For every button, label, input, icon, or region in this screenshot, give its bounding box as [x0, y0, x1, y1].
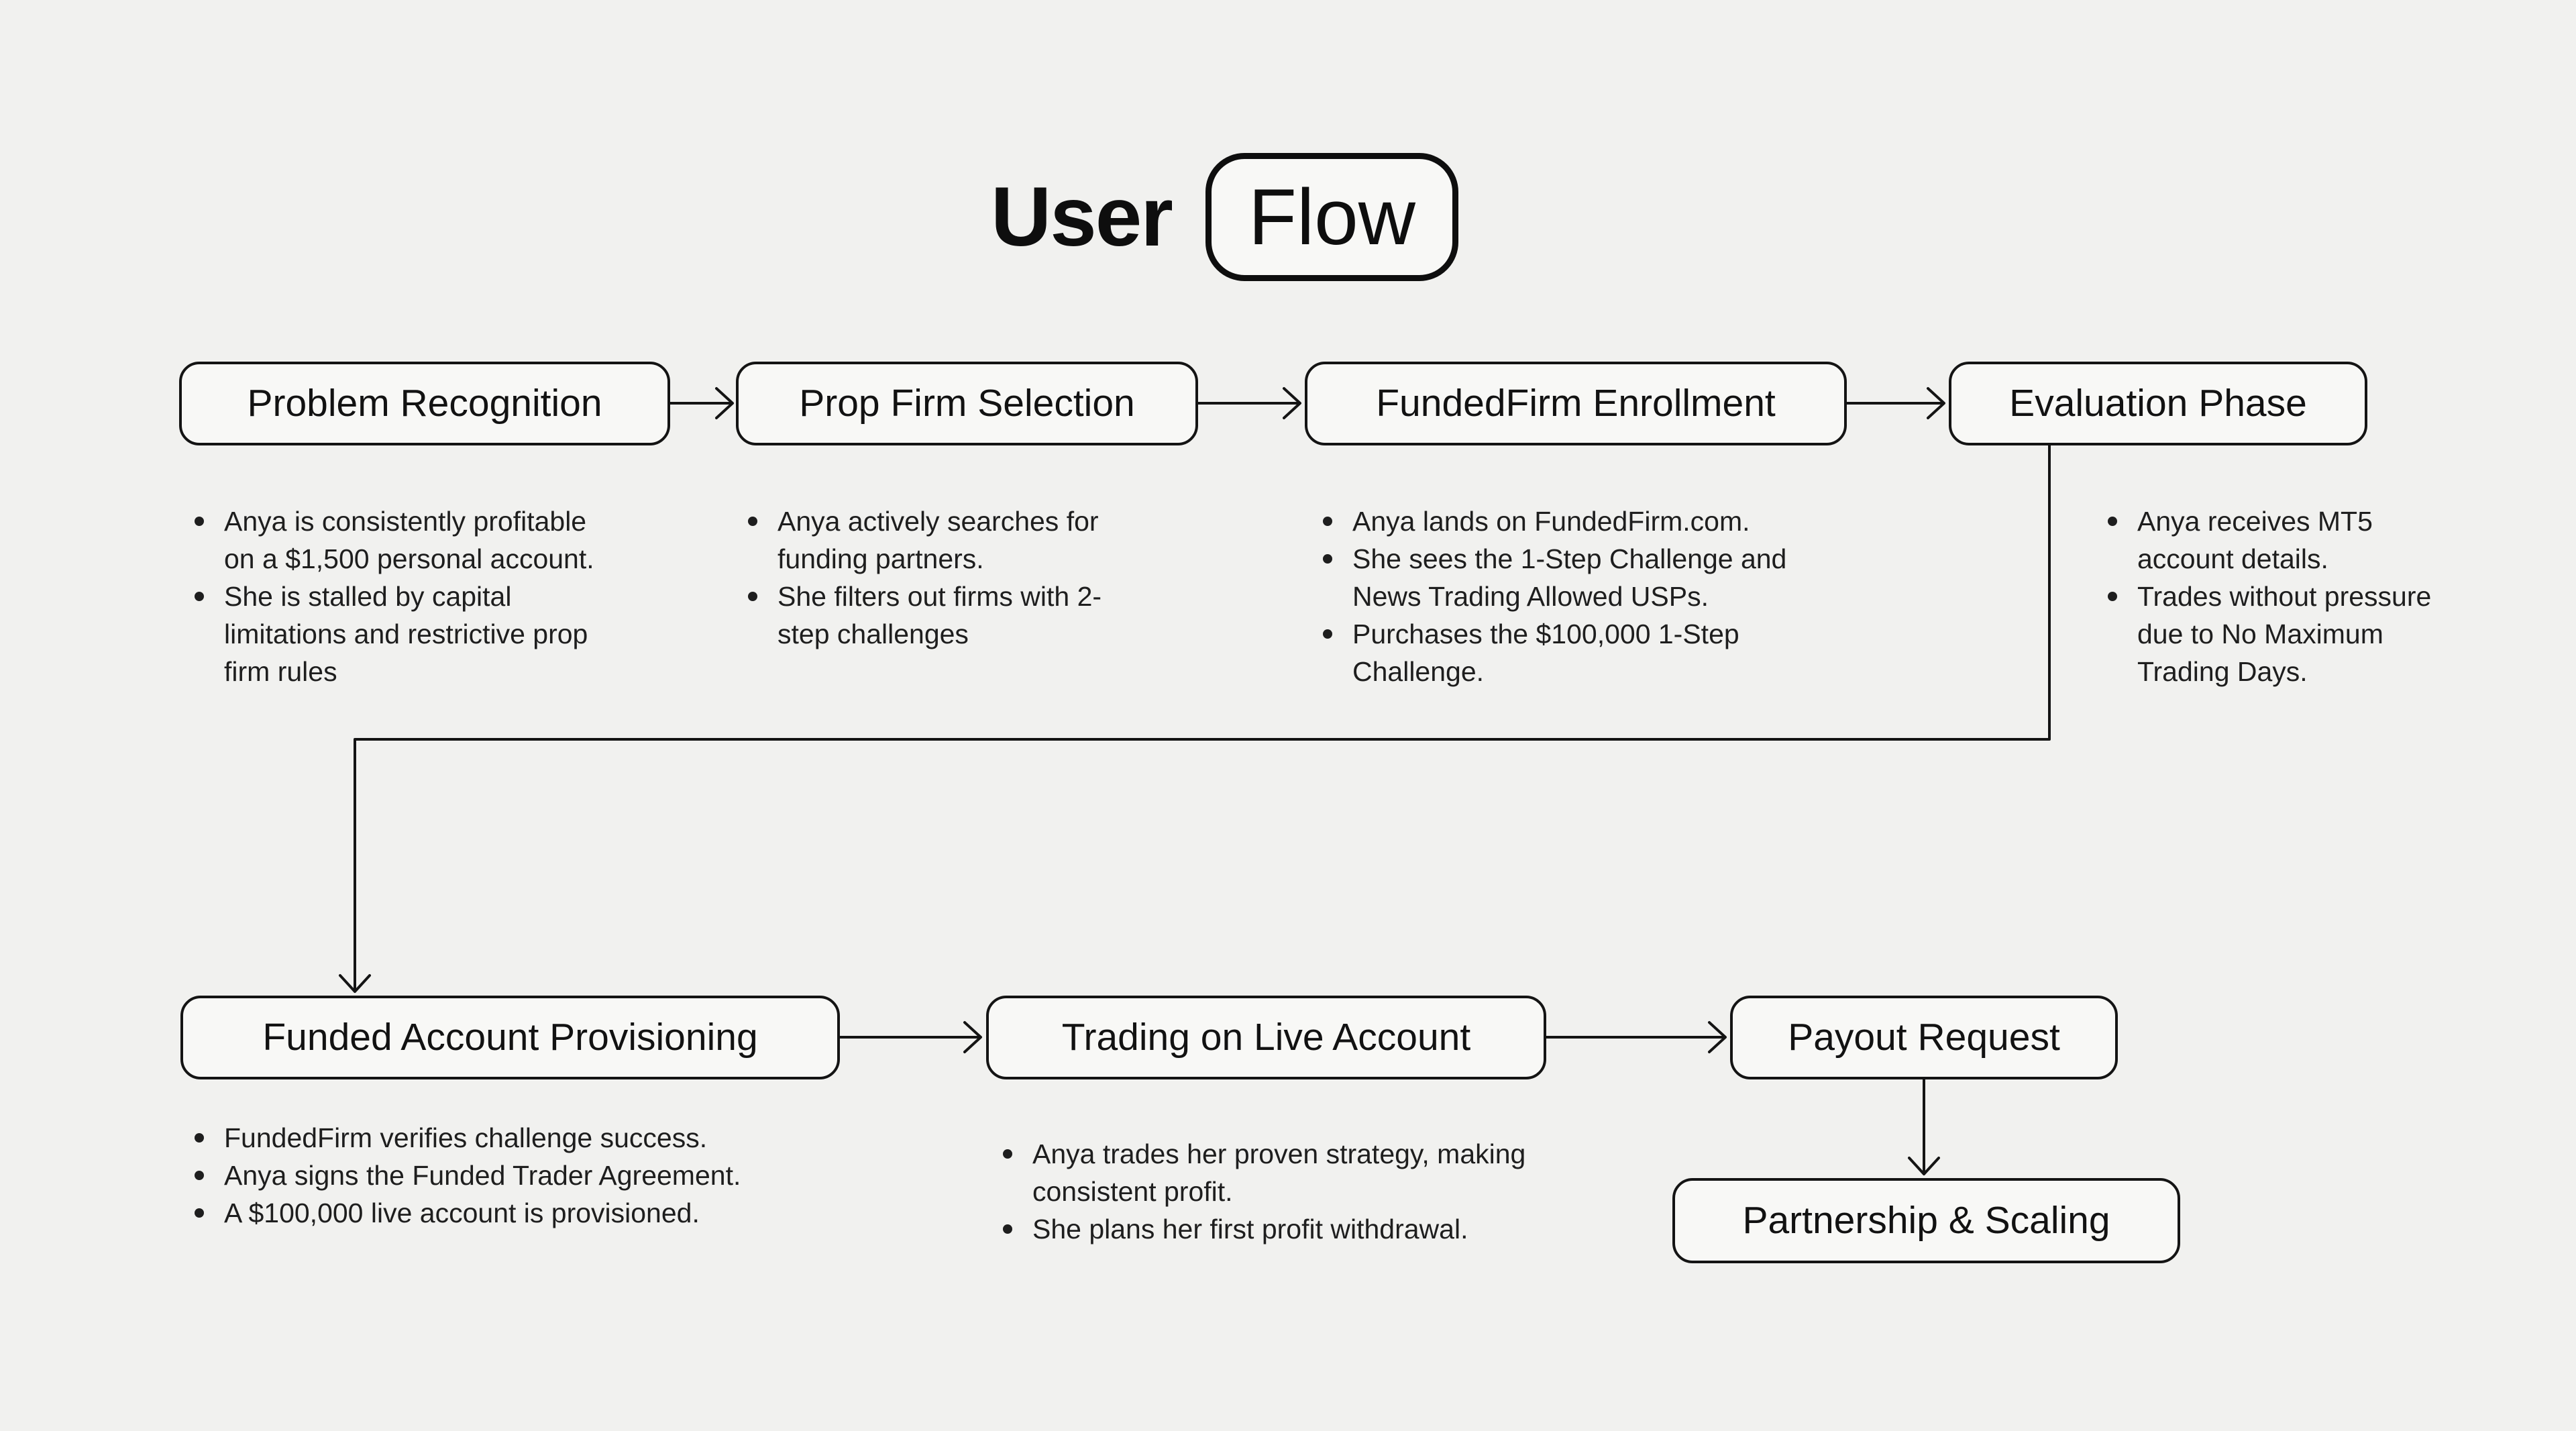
- bullet-line: account details.: [2137, 543, 2328, 574]
- bullet-item: Trades without pressure due to No Maximum…: [2106, 578, 2431, 690]
- bullet-item: Anya signs the Funded Trader Agreement.: [193, 1157, 741, 1194]
- bullet-line: due to No Maximum: [2137, 619, 2383, 649]
- bullet-line: She filters out firms with 2-: [777, 581, 1102, 612]
- arrow-problem-to-propfirm: [669, 387, 734, 419]
- node-box-trading-on-live-account: Trading on Live Account: [986, 996, 1546, 1079]
- node-bullets-problem-recognition: Anya is consistently profitable on a $1,5…: [193, 502, 594, 690]
- node-bullets-evaluation-phase: Anya receives MT5 account details. Trades …: [2106, 502, 2431, 690]
- arrow-trading-to-payout: [1545, 1021, 1727, 1053]
- diagram-title: User Flow: [991, 153, 1458, 281]
- bullet-line: A $100,000 live account is provisioned.: [224, 1198, 700, 1228]
- bullet-line: She plans her first profit withdrawal.: [1032, 1214, 1468, 1244]
- node-label-problem-recognition: Problem Recognition: [247, 382, 602, 425]
- node-box-evaluation-phase: Evaluation Phase: [1949, 362, 2367, 445]
- arrow-provisioning-to-trading: [839, 1021, 982, 1053]
- node-bullets-funded-account-provisioning: FundedFirm verifies challenge success. An…: [193, 1119, 741, 1232]
- bullet-line: She is stalled by capital: [224, 581, 512, 612]
- node-bullets-prop-firm-selection: Anya actively searches for funding partne…: [747, 502, 1102, 653]
- bullet-line: Trades without pressure: [2137, 581, 2432, 612]
- bullet-line: funding partners.: [777, 543, 984, 574]
- node-box-payout-request: Payout Request: [1730, 996, 2118, 1079]
- bullet-item: Anya lands on FundedFirm.com.: [1322, 502, 1786, 540]
- bullet-line: limitations and restrictive prop: [224, 619, 588, 649]
- bullet-line: on a $1,500 personal account.: [224, 543, 594, 574]
- node-box-problem-recognition: Problem Recognition: [179, 362, 670, 445]
- node-label-trading-on-live-account: Trading on Live Account: [1061, 1016, 1471, 1059]
- bullet-line: Purchases the $100,000 1-Step: [1352, 619, 1739, 649]
- bullet-line: Challenge.: [1352, 656, 1485, 687]
- bullet-line: Anya lands on FundedFirm.com.: [1352, 506, 1750, 537]
- bullet-line: Anya receives MT5: [2137, 506, 2373, 537]
- node-label-partnership-scaling: Partnership & Scaling: [1742, 1199, 2110, 1242]
- bullet-line: FundedFirm verifies challenge success.: [224, 1122, 708, 1153]
- title-flow-box: Flow: [1205, 153, 1458, 281]
- node-label-payout-request: Payout Request: [1788, 1016, 2060, 1059]
- node-box-partnership-scaling: Partnership & Scaling: [1672, 1178, 2180, 1263]
- bullet-line: She sees the 1-Step Challenge and: [1352, 543, 1787, 574]
- node-bullets-trading-on-live-account: Anya trades her proven strategy, making c…: [1002, 1135, 1525, 1248]
- bullet-item: Anya actively searches for funding partne…: [747, 502, 1102, 578]
- bullet-line: Trading Days.: [2137, 656, 2308, 687]
- node-label-evaluation-phase: Evaluation Phase: [2009, 382, 2307, 425]
- title-flow-text: Flow: [1248, 172, 1416, 262]
- bullet-line: Anya actively searches for: [777, 506, 1099, 537]
- node-label-prop-firm-selection: Prop Firm Selection: [799, 382, 1135, 425]
- bullet-item: FundedFirm verifies challenge success.: [193, 1119, 741, 1157]
- bullet-item: She plans her first profit withdrawal.: [1002, 1210, 1525, 1248]
- title-user-text: User: [991, 170, 1173, 264]
- bullet-line: Anya signs the Funded Trader Agreement.: [224, 1160, 741, 1191]
- bullet-item: Anya trades her proven strategy, making c…: [1002, 1135, 1525, 1210]
- bullet-line: step challenges: [777, 619, 969, 649]
- bullet-line: Anya is consistently profitable: [224, 506, 587, 537]
- node-box-funded-account-provisioning: Funded Account Provisioning: [180, 996, 840, 1079]
- bullet-item: Anya is consistently profitable on a $1,5…: [193, 502, 594, 578]
- arrow-propfirm-to-enrollment: [1197, 387, 1301, 419]
- bullet-item: She filters out firms with 2- step challe…: [747, 578, 1102, 653]
- arrow-evaluation-to-provisioning: [339, 444, 2051, 993]
- node-bullets-fundedfirm-enrollment: Anya lands on FundedFirm.com.She sees th…: [1322, 502, 1786, 690]
- bullet-line: consistent profit.: [1032, 1176, 1233, 1207]
- arrow-enrollment-to-evaluation: [1845, 387, 1945, 419]
- bullet-line: Anya trades her proven strategy, making: [1032, 1138, 1526, 1169]
- bullet-line: firm rules: [224, 656, 337, 687]
- bullet-item: A $100,000 live account is provisioned.: [193, 1194, 741, 1232]
- node-label-fundedfirm-enrollment: FundedFirm Enrollment: [1376, 382, 1776, 425]
- node-label-funded-account-provisioning: Funded Account Provisioning: [262, 1016, 758, 1059]
- bullet-line: News Trading Allowed USPs.: [1352, 581, 1709, 612]
- bullet-item: She is stalled by capital limitations and…: [193, 578, 594, 690]
- node-box-prop-firm-selection: Prop Firm Selection: [736, 362, 1198, 445]
- bullet-item: Anya receives MT5 account details.: [2106, 502, 2431, 578]
- arrow-payout-to-partnership: [1908, 1078, 1940, 1175]
- node-box-fundedfirm-enrollment: FundedFirm Enrollment: [1305, 362, 1847, 445]
